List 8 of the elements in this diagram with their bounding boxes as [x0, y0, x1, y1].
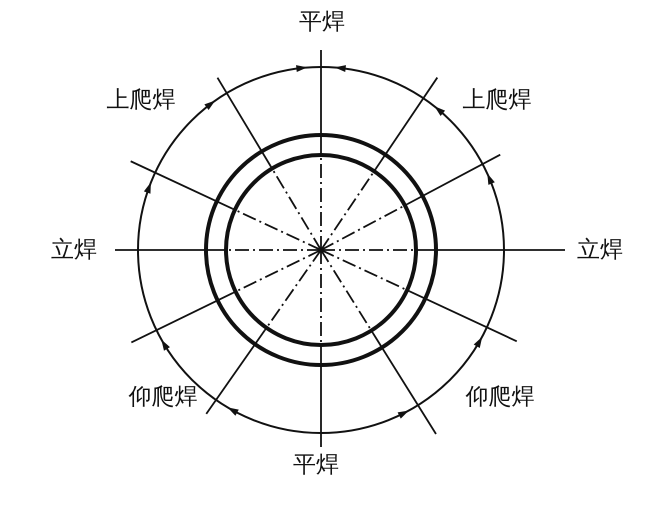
position-label: 立焊	[51, 237, 97, 263]
position-label: 平焊	[299, 9, 345, 35]
position-label: 仰爬焊	[466, 384, 534, 410]
position-label: 平焊	[293, 452, 339, 478]
position-label: 上爬焊	[462, 87, 532, 113]
position-label: 立焊	[577, 237, 623, 263]
position-label: 上爬焊	[106, 87, 176, 113]
position-label: 仰爬焊	[128, 384, 198, 410]
